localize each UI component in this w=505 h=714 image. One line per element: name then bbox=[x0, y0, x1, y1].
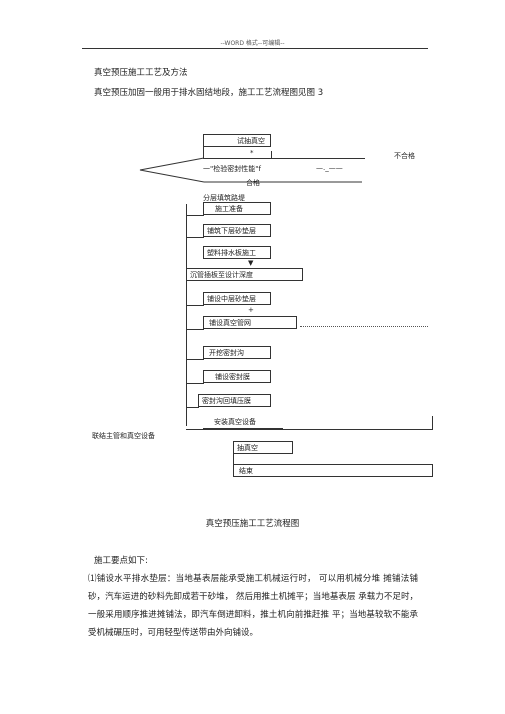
check-seal-label: 一"检验密封性能"f bbox=[203, 165, 261, 173]
flow-box-step-8: 铺设密封膜 bbox=[203, 370, 271, 383]
flow-box-step-2: 铺筑下层砂垫层 bbox=[203, 224, 271, 237]
flow-step-label: 安装真空设备 bbox=[214, 418, 256, 426]
connector bbox=[271, 151, 272, 159]
plus-mark: + bbox=[248, 306, 254, 314]
connector bbox=[233, 454, 234, 464]
flow-step-label: 开挖密封沟 bbox=[209, 349, 244, 357]
dotted-line bbox=[300, 326, 428, 327]
flow-label-trial-vacuum: 试抽真空 bbox=[237, 137, 265, 145]
connector bbox=[203, 158, 365, 159]
star-mark: * bbox=[250, 149, 254, 157]
flow-box-step-7: 开挖密封沟 bbox=[203, 346, 271, 359]
check-dashes: —._—— bbox=[316, 164, 343, 172]
flow-step-label: 塑料排水板施工 bbox=[207, 249, 256, 257]
flow-box-step-1: 施工准备 bbox=[203, 202, 271, 215]
connector bbox=[203, 147, 204, 159]
flow-box-step-12: 结束 bbox=[233, 464, 433, 477]
connector bbox=[186, 305, 204, 306]
flow-step-label: 结束 bbox=[239, 467, 253, 475]
connector bbox=[186, 215, 204, 216]
flow-step-label: 铺设中层砂垫层 bbox=[207, 295, 256, 303]
connector bbox=[186, 383, 204, 384]
connector bbox=[186, 329, 204, 330]
header-rule bbox=[82, 48, 428, 49]
flow-step-label: 铺筑下层砂垫层 bbox=[207, 227, 256, 235]
figure-caption: 真空预压施工工艺流程图 bbox=[205, 519, 300, 529]
decision-diamond bbox=[139, 157, 362, 183]
flow-box-step-6: 铺设真空管网 bbox=[203, 316, 297, 329]
connector bbox=[186, 407, 199, 408]
arrow-down-icon: ▼ bbox=[248, 259, 254, 267]
flow-box-step-3: 塑料排水板施工 bbox=[203, 246, 271, 259]
flow-box-step-11: 抽真空 bbox=[233, 441, 293, 454]
flow-step-label: 沉管插板至设计深度 bbox=[190, 271, 253, 279]
pass-label: 合格 bbox=[246, 179, 260, 187]
flow-box-step-5: 铺设中层砂垫层 bbox=[203, 292, 271, 305]
flow-box-step-10: 安装真空设备 bbox=[203, 416, 283, 429]
section-intro: 真空预压加固一般用于排水固结地段，施工工艺流程图见图 3 bbox=[94, 88, 324, 98]
layered-fill-label: 分层填筑路堤 bbox=[203, 194, 245, 202]
body-paragraph: ⑴铺设水平排水垫层：当地基表层能承受施工机械运行时， 可以用机械分堆 摊铺法铺砂… bbox=[88, 574, 418, 638]
flow-step-label: 铺设密封膜 bbox=[215, 373, 250, 381]
flow-step-label: 施工准备 bbox=[215, 205, 243, 213]
points-title: 施工要点如下: bbox=[94, 556, 148, 566]
connector bbox=[186, 237, 204, 238]
flow-step-label: 密封沟回填压膜 bbox=[202, 397, 251, 405]
flow-box-trial-vacuum: 试抽真空 bbox=[203, 134, 271, 147]
connector bbox=[186, 429, 432, 430]
connector bbox=[186, 204, 187, 426]
connector bbox=[186, 359, 204, 360]
connector bbox=[432, 416, 433, 430]
page-header: --WORD 格式--可编辑-- bbox=[220, 40, 285, 47]
flow-box-step-4: 沉管插板至设计深度 bbox=[186, 268, 303, 281]
flow-box-step-9: 密封沟回填压膜 bbox=[198, 394, 271, 407]
fail-label: 不合格 bbox=[394, 152, 415, 160]
flow-step-label: 抽真空 bbox=[237, 444, 258, 452]
flow-step-label: 铺设真空管网 bbox=[209, 319, 251, 327]
section-title: 真空预压施工工艺及方法 bbox=[94, 68, 188, 78]
side-label: 联结主管和真空设备 bbox=[92, 432, 155, 440]
